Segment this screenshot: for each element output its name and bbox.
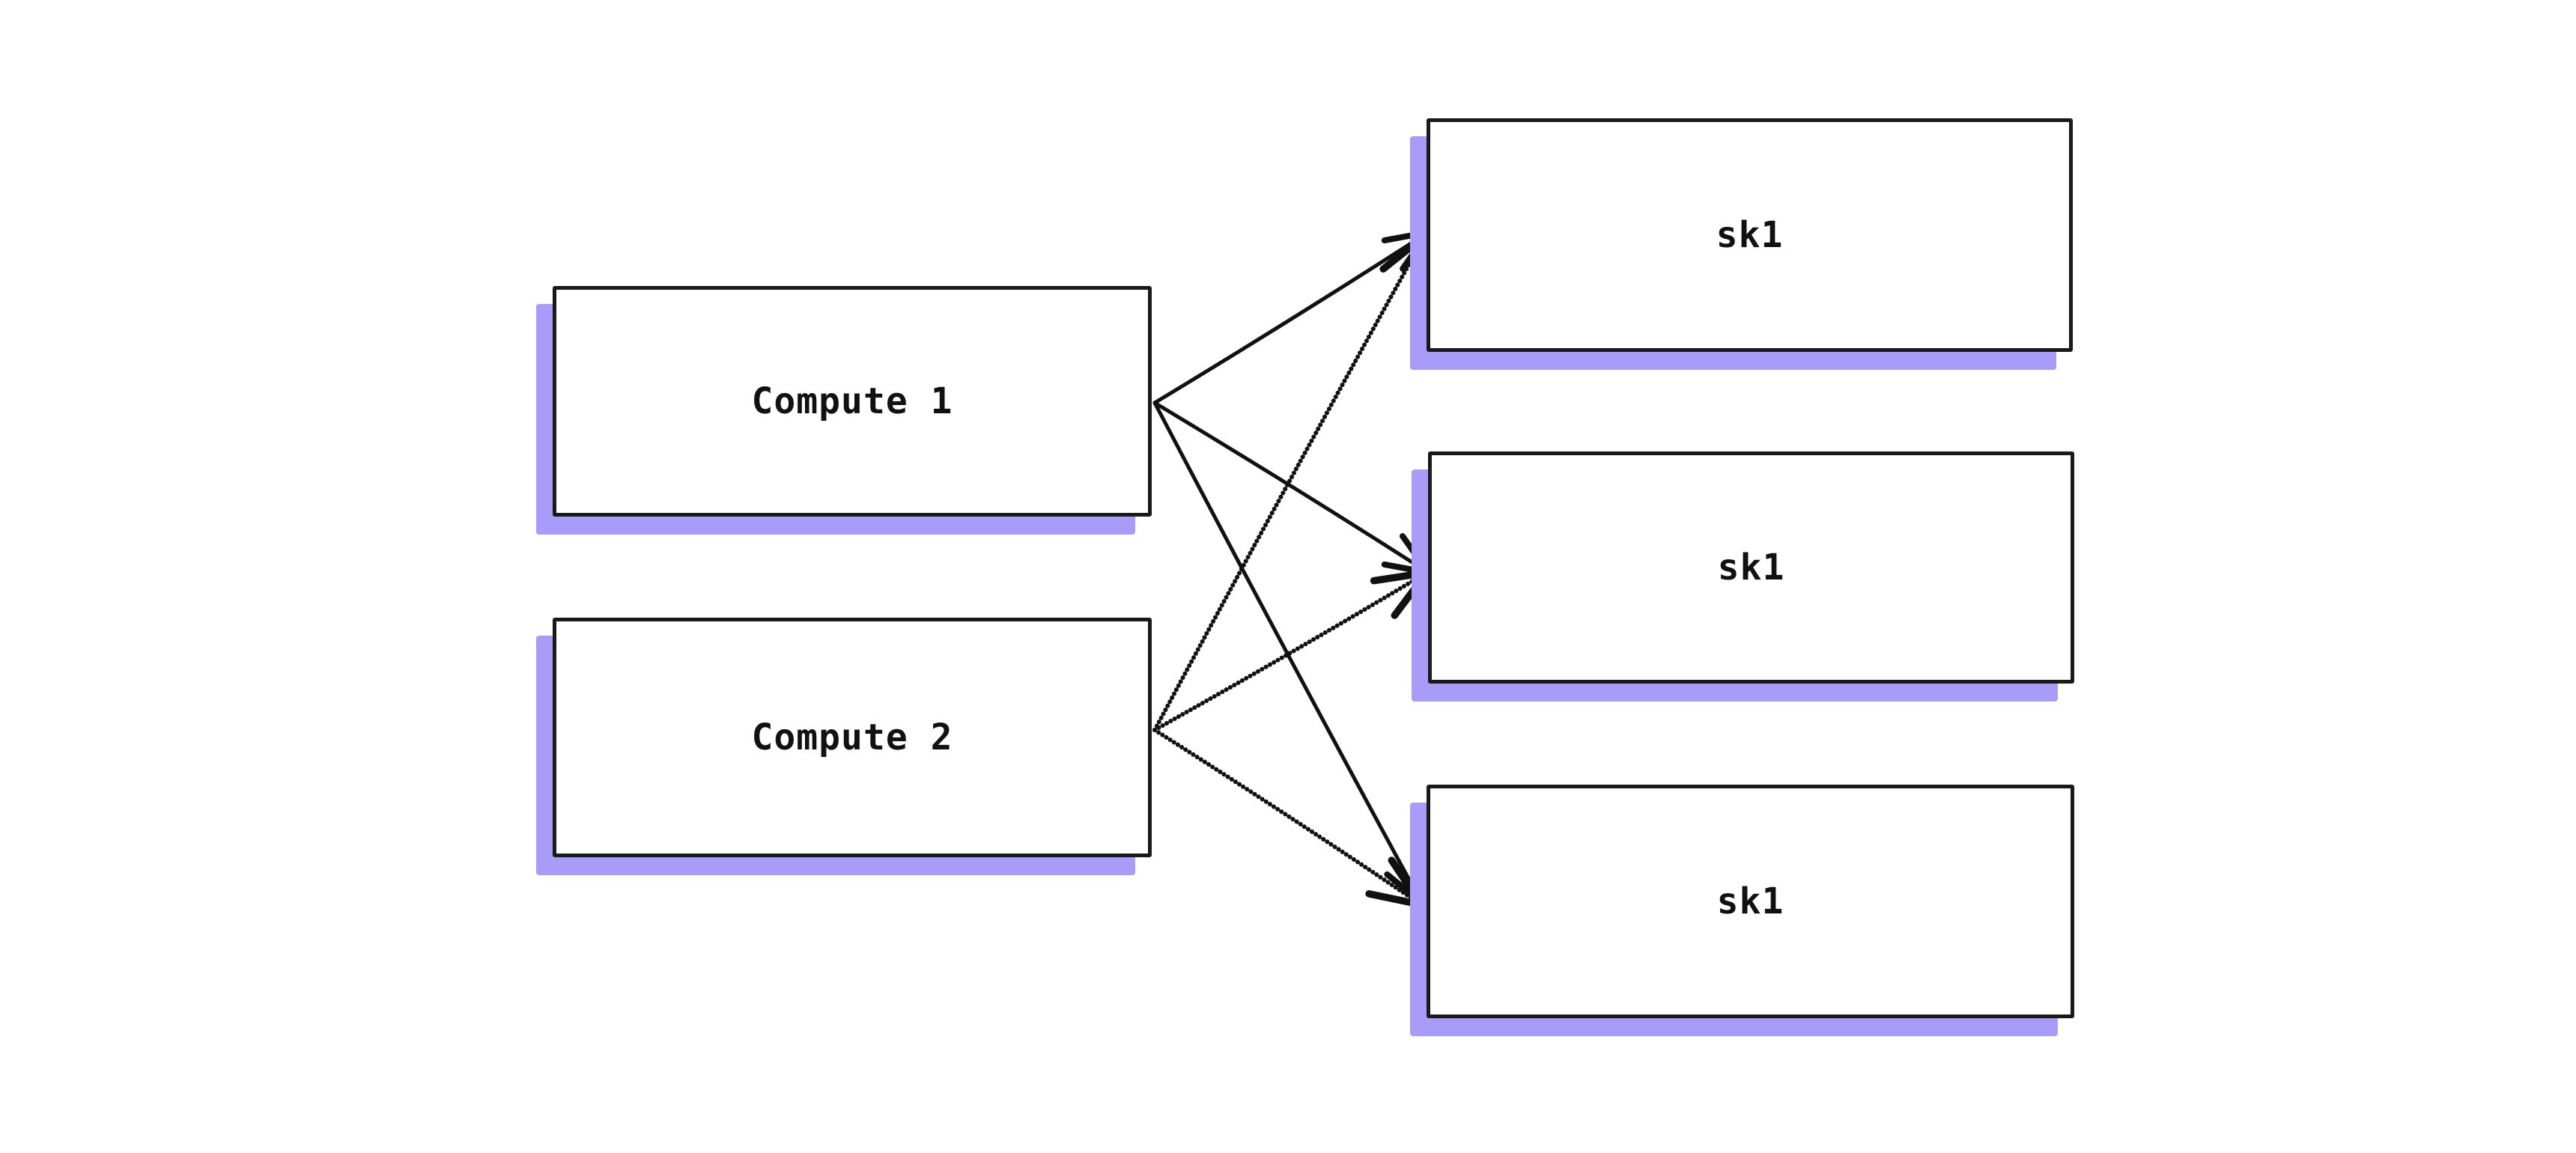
node-label-compute-1: Compute 1 [751, 380, 953, 422]
node-label-compute-2: Compute 2 [751, 717, 953, 758]
edge-compute2-to-sk1-middle [1152, 569, 1430, 732]
edge-compute1-to-sk1-middle [1152, 401, 1432, 576]
node-body-compute-1[interactable]: Compute 1 [553, 286, 1152, 517]
node-body-compute-2[interactable]: Compute 2 [553, 618, 1152, 857]
node-label-sk1-middle: sk1 [1717, 547, 1785, 588]
edge-compute2-to-sk1-bottom [1152, 728, 1425, 909]
node-body-sk1-middle[interactable]: sk1 [1428, 451, 2074, 684]
edge-compute2-to-sk1-top [1152, 231, 1429, 732]
edge-compute1-to-sk1-top [1152, 229, 1432, 405]
node-label-sk1-bottom: sk1 [1716, 880, 1784, 922]
node-body-sk1-top[interactable]: sk1 [1427, 118, 2073, 352]
node-body-sk1-bottom[interactable]: sk1 [1427, 785, 2074, 1018]
node-label-sk1-top: sk1 [1716, 214, 1784, 256]
edge-compute1-to-sk1-bottom [1152, 401, 1425, 906]
